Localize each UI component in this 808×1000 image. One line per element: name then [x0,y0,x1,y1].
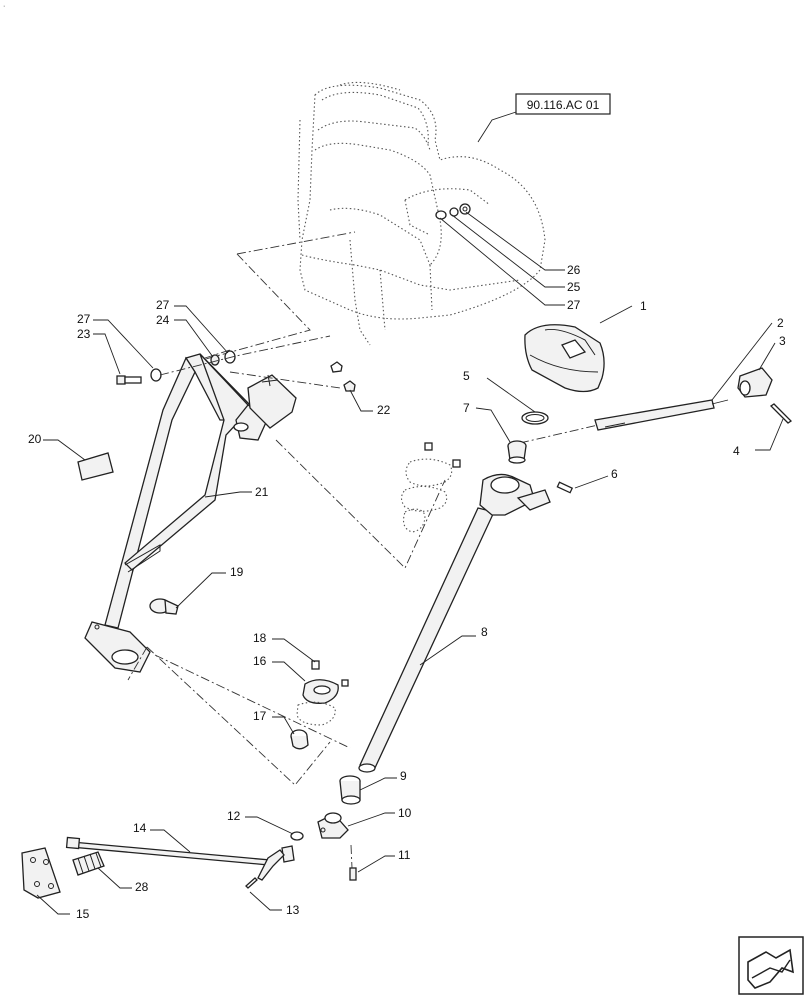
callout-5[interactable]: 5 [463,369,470,383]
bushing-7 [507,440,527,464]
leader-lines [36,211,784,915]
callout-17[interactable]: 17 [253,709,267,723]
callout-2[interactable]: 2 [777,316,784,330]
clamp-19 [149,598,179,615]
bolt-23-and-washers [116,350,236,385]
pin-4 [769,403,793,424]
callout-16[interactable]: 16 [253,654,267,668]
upper-mount-hardware [400,442,461,533]
callout-6[interactable]: 6 [611,467,618,481]
callout-27-seat[interactable]: 27 [567,298,581,312]
spring-28 [72,851,105,876]
callout-28[interactable]: 28 [135,880,149,894]
callout-10[interactable]: 10 [398,806,412,820]
seat-assembly-line [194,231,356,363]
knob-3 [737,367,773,398]
column-8 [358,473,551,773]
callout-9[interactable]: 9 [400,769,407,783]
pad-20 [77,452,114,481]
bushing-9 [339,775,361,805]
link-rod-14 [65,836,285,881]
callout-8[interactable]: 8 [481,625,488,639]
callout-1[interactable]: 1 [640,299,647,313]
plate-15 [21,847,61,899]
bracket-10 [317,812,349,839]
callout-18[interactable]: 18 [253,631,267,645]
callout-12[interactable]: 12 [227,809,241,823]
callout-27-frame-a[interactable]: 27 [77,312,91,326]
washer-12 [281,831,304,863]
pin-6 [556,481,574,494]
callout-13[interactable]: 13 [286,903,300,917]
reference-box-label: 90.116.AC 01 [527,98,600,112]
cap-1 [524,324,605,393]
callout-7[interactable]: 7 [463,401,470,415]
callout-14[interactable]: 14 [133,821,147,835]
callout-3[interactable]: 3 [779,334,786,348]
callout-22[interactable]: 22 [377,403,391,417]
bolts-22 [330,361,356,392]
callout-25[interactable]: 25 [567,280,581,294]
callout-26[interactable]: 26 [567,263,581,277]
reference-box[interactable]: 90.116.AC 01 [515,93,611,115]
callout-23[interactable]: 23 [77,327,91,341]
callout-20[interactable]: 20 [28,432,42,446]
svg-text:·: · [3,3,5,10]
support-frame [84,353,297,673]
callout-15[interactable]: 15 [76,907,90,921]
rod-2 [594,399,729,431]
seat-hardware [435,203,471,220]
callout-21[interactable]: 21 [255,485,269,499]
callout-24[interactable]: 24 [156,313,170,327]
callout-labels: 1 2 3 4 5 6 7 8 9 10 11 12 13 14 15 16 1… [28,263,786,921]
callout-27-frame-b[interactable]: 27 [156,298,170,312]
ring-5 [521,411,549,425]
lower-mount-hardware [290,660,349,750]
pin-13 [245,877,258,889]
pin-11 [349,867,357,881]
callout-11[interactable]: 11 [398,848,411,862]
callout-19[interactable]: 19 [230,565,244,579]
callout-4[interactable]: 4 [733,444,740,458]
next-page-arrow-icon[interactable] [738,936,804,995]
seat-outline [297,81,546,346]
